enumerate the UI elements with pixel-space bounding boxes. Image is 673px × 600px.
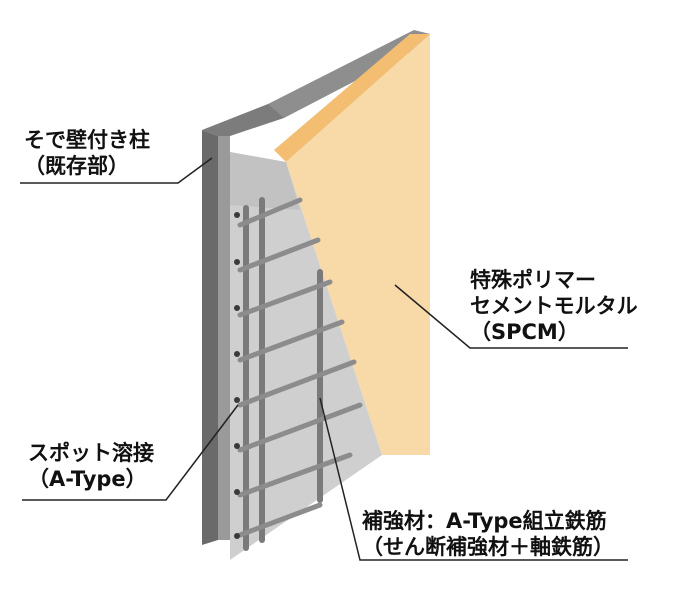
polymer-label: 特殊ポリマー セメントモルタル （SPCM） — [470, 267, 638, 345]
spot-weld-label: スポット溶接 （A-Type） — [28, 440, 154, 492]
concrete-wall-shade — [230, 152, 300, 210]
polymer-label-line3: （SPCM） — [470, 320, 579, 344]
mortar-slab-edge — [274, 34, 430, 162]
leader-lines — [20, 157, 628, 561]
rebar-shear-6 — [237, 402, 363, 453]
reinforcement-label-line1: 補強材：A-Type組立鉄筋 — [362, 509, 607, 533]
column-left-face — [202, 130, 218, 545]
leader-reinforcement — [319, 397, 628, 561]
column-front-strip — [218, 136, 230, 540]
reinforcement-label: 補強材：A-Type組立鉄筋 （せん断補強材＋軸鉄筋） — [362, 508, 614, 560]
column-label-line2: （既存部） — [24, 154, 129, 178]
column-top-face — [202, 104, 284, 136]
mortar-slab — [286, 34, 430, 455]
spot-weld — [234, 259, 240, 265]
spot-weld — [234, 351, 240, 357]
spot-weld — [234, 397, 240, 403]
spot-weld-label-line2: （A-Type） — [28, 467, 147, 491]
rebar-shear-2 — [237, 237, 321, 273]
reinforcement-label-line2: （せん断補強材＋軸鉄筋） — [362, 535, 614, 559]
rebar-shear-3 — [237, 279, 333, 318]
spot-weld-label-line1: スポット溶接 — [28, 441, 154, 465]
spot-weld — [234, 443, 240, 449]
rebar-shear-5 — [237, 359, 357, 408]
leader-column — [20, 157, 213, 184]
polymer-label-line2: セメントモルタル — [470, 294, 638, 318]
rebar-shear-8 — [237, 502, 323, 538]
column-label-line1: そで壁付き柱 — [24, 128, 150, 152]
column-label: そで壁付き柱 （既存部） — [24, 127, 150, 179]
shear-rebars — [237, 197, 363, 538]
spot-weld — [234, 305, 240, 311]
spot-welds — [234, 212, 240, 539]
leader-spot-weld — [22, 404, 239, 501]
polymer-label-line1: 特殊ポリマー — [470, 268, 596, 292]
spot-weld — [234, 489, 240, 495]
leader-polymer — [394, 284, 628, 349]
spot-weld — [234, 533, 240, 539]
rebar-shear-4 — [237, 319, 345, 363]
spot-weld — [234, 212, 240, 218]
rebar-shear-7 — [237, 452, 353, 498]
rebar-shear-1 — [237, 197, 303, 228]
